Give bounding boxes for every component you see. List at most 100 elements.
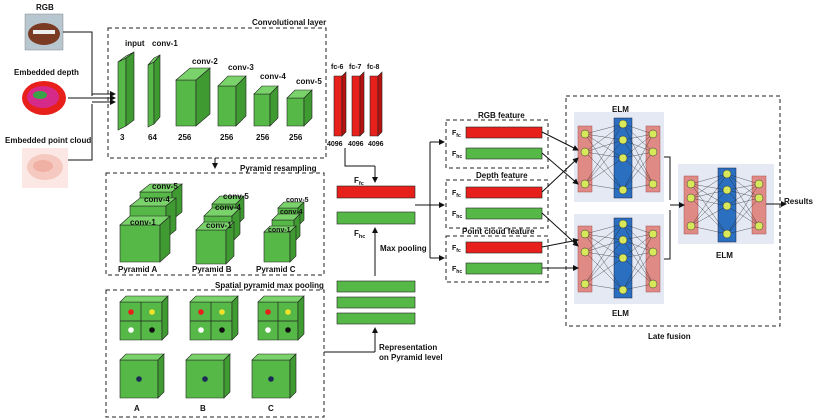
- pyramid-c-conv1: conv-1: [268, 227, 291, 234]
- pyramid-c-label: Pyramid C: [256, 265, 296, 274]
- rgb-input-image: [24, 13, 64, 51]
- rgb-feature-box: [445, 119, 549, 169]
- input-layer-name: input: [125, 39, 145, 48]
- depth-fhc-label: Fhc: [452, 211, 462, 220]
- fc8-bar: [369, 71, 383, 137]
- fc6-units: 4096: [327, 141, 343, 148]
- pyramid-b-conv5: conv-5: [223, 192, 249, 201]
- pyramid-b-stack: [195, 195, 245, 265]
- pyramid-b-label: Pyramid B: [192, 265, 232, 274]
- pointcloud-input-label: Embedded point cloud: [5, 136, 91, 145]
- fhc-bar: [336, 211, 416, 225]
- representation-line2: on Pyramid level: [379, 353, 443, 362]
- conv5-channels: 256: [289, 133, 303, 142]
- repr-bar-1: [336, 280, 416, 293]
- pc-ffc-bar: [465, 241, 543, 254]
- input-layer-block: [117, 51, 135, 131]
- depth-feature-title: Depth feature: [476, 171, 528, 180]
- repr-bar-2: [336, 296, 416, 309]
- rgb-fhc-label: Fhc: [452, 151, 462, 160]
- conv1-channels: 64: [148, 133, 157, 142]
- fc6-bar: [333, 71, 347, 137]
- pyramid-a-label: Pyramid A: [118, 265, 157, 274]
- pc-ffc-label: Ffc: [452, 245, 461, 254]
- depth-input-image: [22, 81, 66, 115]
- pc-fhc-bar: [465, 262, 543, 275]
- fc8-units: 4096: [368, 141, 384, 148]
- conv4-name: conv-4: [260, 72, 286, 81]
- rgb-connector: [63, 31, 93, 96]
- feature-to-elm-arrows: [541, 131, 579, 271]
- pyramid-b-conv4: conv-4: [215, 203, 241, 212]
- ffc-label: Ffc: [354, 176, 364, 187]
- rgb-ffc-bar: [465, 126, 543, 139]
- spm-box: [105, 289, 325, 418]
- depth-fhc-bar: [465, 207, 543, 220]
- depth-ffc-bar: [465, 186, 543, 199]
- late-fusion-label: Late fusion: [648, 332, 691, 341]
- pointcloud-input-image: [22, 148, 68, 188]
- pyramid-a-conv4: conv-4: [144, 195, 170, 204]
- pyramid-c-conv5: conv-5: [286, 197, 309, 204]
- rgb-fhc-bar: [465, 147, 543, 160]
- pyramid-a-conv5: conv-5: [152, 182, 178, 191]
- fc7-bar: [351, 71, 365, 137]
- elm-bottom-network: [574, 214, 664, 304]
- elm-fusion-label: ELM: [716, 251, 733, 260]
- pointcloud-feature-title: Point cloud feature: [462, 227, 535, 236]
- elm-top-network: [574, 112, 664, 202]
- conv2-channels: 256: [178, 133, 192, 142]
- rgb-feature-title: RGB feature: [478, 111, 525, 120]
- spm-title: Spatial pyramid max pooling: [215, 281, 324, 290]
- elm-top-to-fusion: [664, 156, 671, 200]
- rgb-ffc-label: Ffc: [452, 130, 461, 139]
- conv5-block: [286, 89, 313, 127]
- late-fusion-box: [565, 95, 781, 327]
- conv3-block: [217, 75, 247, 127]
- pyramid-resampling-title: Pyramid resampling: [240, 164, 317, 173]
- spm-pooled-a: [119, 353, 165, 399]
- spm-label-a: A: [134, 404, 140, 413]
- spm-grid-a: [119, 295, 169, 341]
- pyramid-a-conv1: conv-1: [130, 218, 156, 227]
- mid-connector-top: [415, 142, 431, 206]
- results-label: Results: [784, 197, 813, 206]
- spm-label-b: B: [200, 404, 206, 413]
- depth-feature-box: [445, 179, 549, 229]
- pointcloud-connector: [68, 104, 93, 161]
- conv3-name: conv-3: [228, 63, 254, 72]
- repr-bar-3: [336, 312, 416, 325]
- spm-pooled-c: [251, 353, 297, 399]
- conv-layer-title: Convolutional layer: [252, 18, 326, 27]
- pyramid-a-stack: [119, 183, 183, 263]
- conv2-name: conv-2: [192, 57, 218, 66]
- conv2-block: [175, 67, 211, 127]
- conv3-channels: 256: [220, 133, 234, 142]
- conv-layer-box: [107, 27, 327, 159]
- spm-grid-b: [189, 295, 239, 341]
- conv4-channels: 256: [256, 133, 270, 142]
- representation-line1: Representation: [379, 343, 437, 352]
- depth-ffc-label: Ffc: [452, 190, 461, 199]
- conv4-block: [253, 85, 279, 127]
- depth-input-label: Embedded depth: [14, 68, 79, 77]
- spm-label-c: C: [268, 404, 274, 413]
- conv1-block: [147, 54, 161, 128]
- elm-top-label: ELM: [612, 105, 629, 114]
- elm-fusion-network: [678, 164, 774, 244]
- fc7-name: fc-7: [349, 64, 362, 71]
- pyramid-c-stack: [263, 201, 305, 263]
- pyramid-b-conv1: conv-1: [206, 221, 232, 230]
- rgb-input-label: RGB: [36, 3, 54, 12]
- elm-bottom-label: ELM: [612, 309, 629, 318]
- elm-bottom-to-fusion: [664, 210, 671, 260]
- input-layer-channels: 3: [120, 133, 125, 142]
- spm-grid-c: [257, 295, 305, 341]
- conv1-name: conv-1: [152, 39, 178, 48]
- max-pooling-label: Max pooling: [380, 244, 427, 253]
- fc7-units: 4096: [348, 141, 364, 148]
- fhc-label: Fhc: [354, 229, 365, 240]
- pc-fhc-label: Fhc: [452, 266, 462, 275]
- conv5-name: conv-5: [296, 77, 322, 86]
- pyramid-resampling-box: [105, 172, 325, 276]
